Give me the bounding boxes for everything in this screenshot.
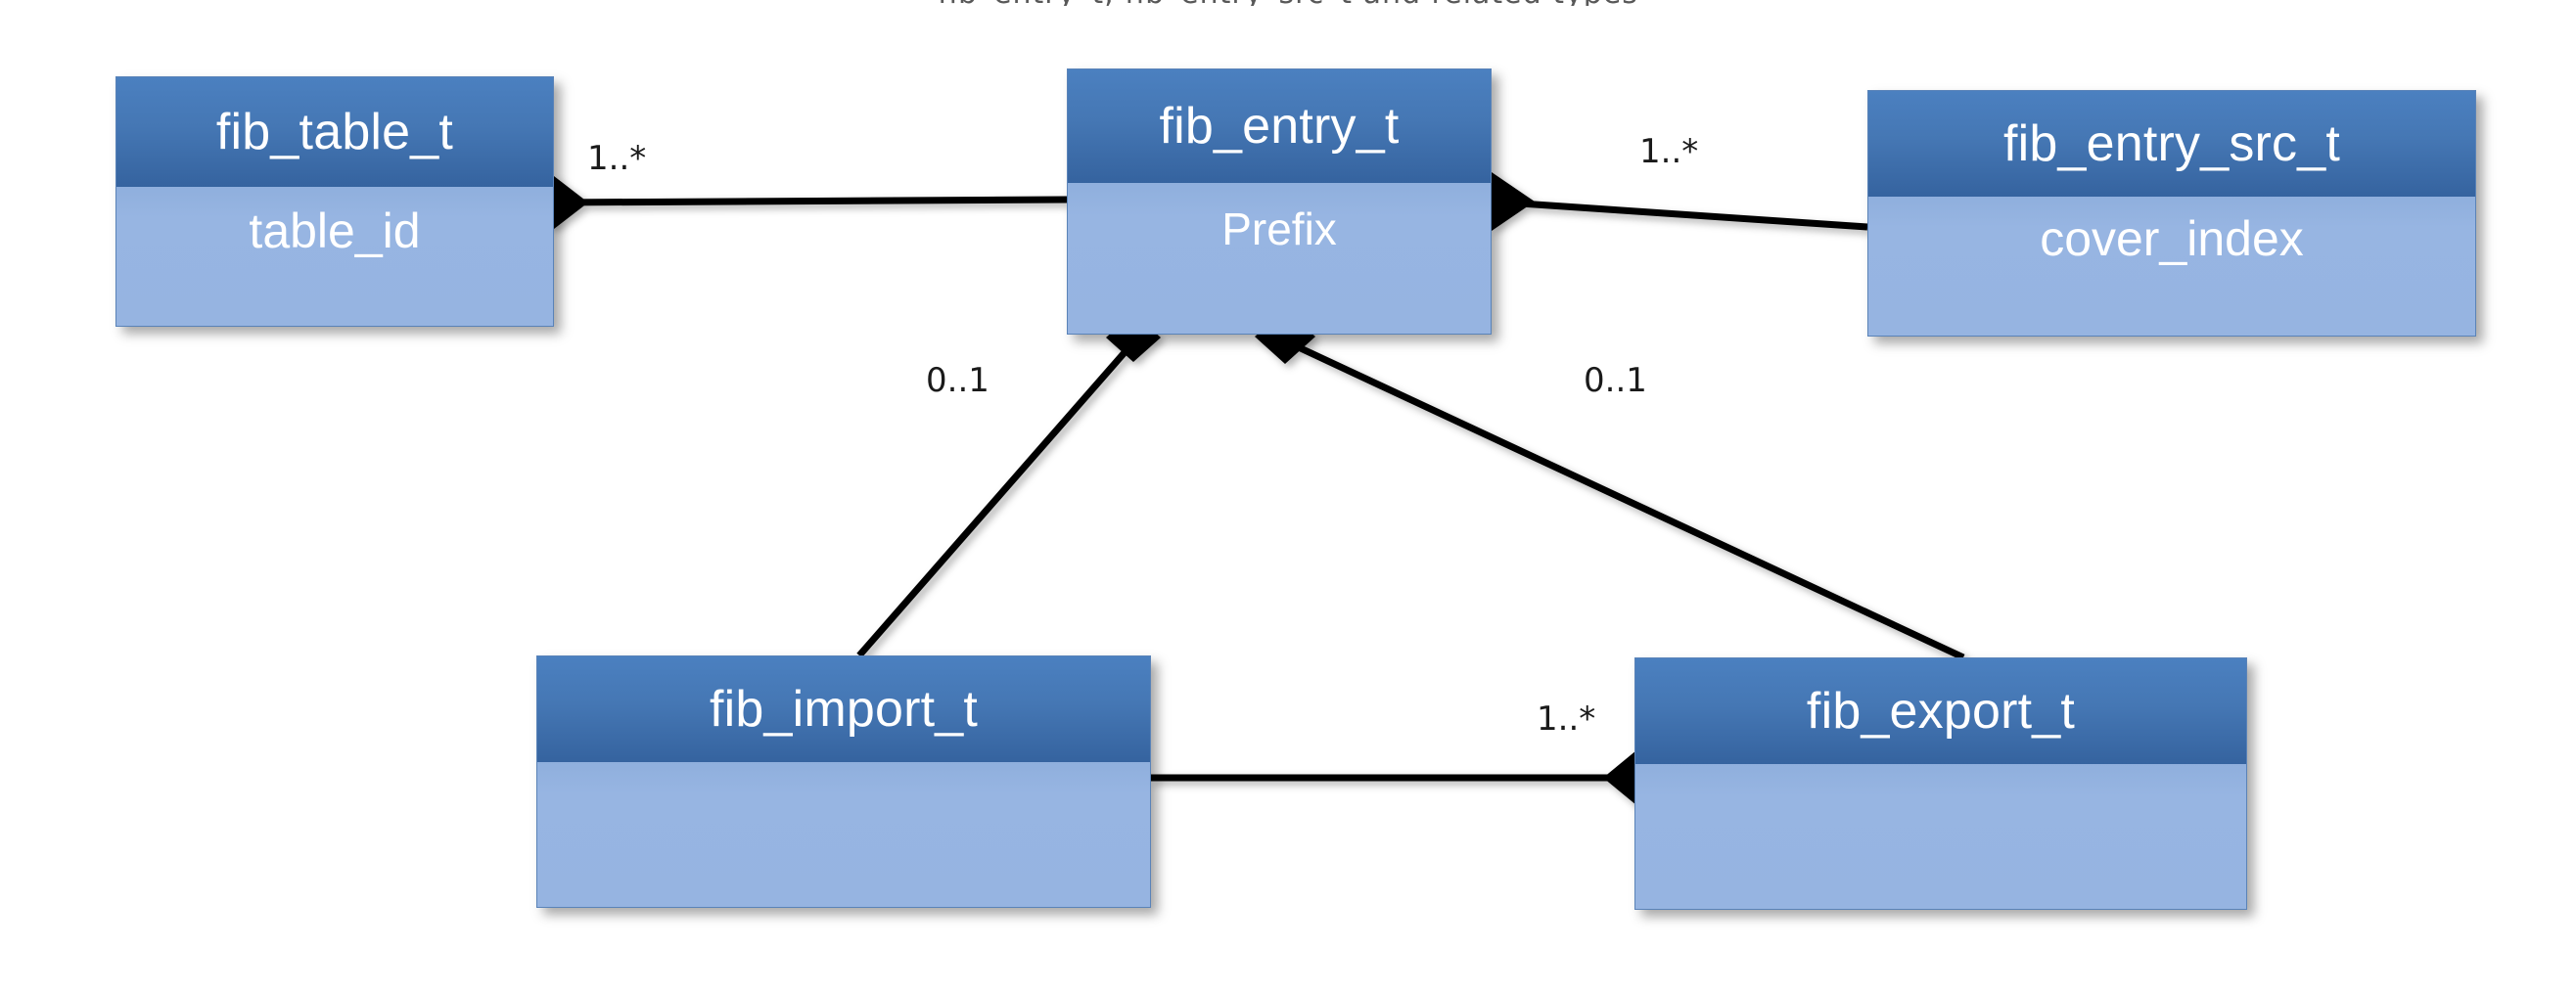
class-attribute-label: cover_index bbox=[2040, 211, 2304, 266]
class-header-fib-export-t: fib_export_t bbox=[1635, 658, 2246, 764]
multiplicity-label-entry-to-export: 0..1 bbox=[1584, 361, 1647, 400]
class-name-label: fib_table_t bbox=[215, 104, 454, 160]
edge-entry-to-import bbox=[856, 313, 1161, 658]
class-box-fib-entry-t[interactable]: fib_entry_t Prefix bbox=[1067, 68, 1492, 335]
class-name-label: fib_entry_t bbox=[1159, 98, 1400, 155]
filled-arrowhead-icon bbox=[1492, 172, 1535, 231]
class-attribute-label: Prefix bbox=[1221, 203, 1337, 254]
class-body-fib-entry-t: Prefix bbox=[1068, 183, 1491, 334]
edge-table-to-entry bbox=[520, 176, 1068, 229]
class-body-fib-table-t: table_id bbox=[116, 187, 553, 326]
class-name-label: fib_import_t bbox=[709, 681, 979, 738]
edge-line bbox=[856, 339, 1136, 658]
class-attribute-label: table_id bbox=[249, 203, 421, 258]
edge-import-to-export bbox=[1151, 750, 1670, 805]
class-box-fib-table-t[interactable]: fib_table_t table_id bbox=[115, 76, 554, 327]
edge-line bbox=[553, 196, 1068, 206]
clipped-heading-text: fib_entry_t, fib_entry_src_t and related… bbox=[0, 0, 2576, 6]
multiplicity-label-entry-to-import: 0..1 bbox=[926, 361, 989, 400]
class-name-label: fib_export_t bbox=[1806, 683, 2076, 740]
class-header-fib-import-t: fib_import_t bbox=[537, 656, 1150, 762]
edge-line bbox=[1491, 198, 1868, 231]
multiplicity-label-entry-to-src: 1..* bbox=[1639, 132, 1699, 171]
class-header-fib-entry-t: fib_entry_t bbox=[1068, 69, 1491, 183]
class-body-fib-import-t bbox=[537, 762, 1150, 907]
class-body-fib-export-t bbox=[1635, 764, 2246, 909]
class-box-fib-import-t[interactable]: fib_import_t bbox=[536, 655, 1151, 908]
class-body-fib-entry-src-t: cover_index bbox=[1868, 197, 2475, 336]
edge-line bbox=[1286, 338, 1965, 661]
class-box-fib-export-t[interactable]: fib_export_t bbox=[1634, 657, 2247, 910]
class-header-fib-table-t: fib_table_t bbox=[116, 77, 553, 187]
class-header-fib-entry-src-t: fib_entry_src_t bbox=[1868, 91, 2475, 197]
multiplicity-label-import-to-export: 1..* bbox=[1537, 699, 1596, 739]
edge-entry-to-src bbox=[1491, 172, 1868, 231]
class-name-label: fib_entry_src_t bbox=[2002, 115, 2341, 172]
multiplicity-label-table-to-entry: 1..* bbox=[587, 139, 647, 178]
class-box-fib-entry-src-t[interactable]: fib_entry_src_t cover_index bbox=[1867, 90, 2476, 337]
